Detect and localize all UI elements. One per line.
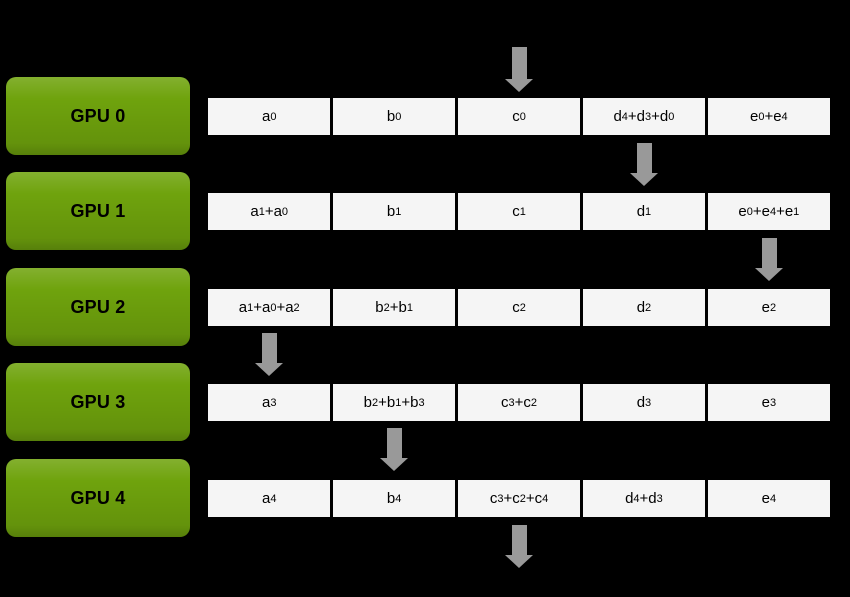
down-arrow-icon: [755, 238, 783, 281]
down-arrow-icon: [255, 333, 283, 376]
gpu-2-box: GPU 2: [6, 268, 190, 346]
gpu-3-box: GPU 3: [6, 363, 190, 441]
gpu-4-box: GPU 4: [6, 459, 190, 537]
down-arrow-head: [255, 363, 283, 376]
down-arrow-head: [505, 79, 533, 92]
down-arrow-head: [505, 555, 533, 568]
down-arrow-head: [380, 458, 408, 471]
down-arrow-icon: [630, 143, 658, 186]
gpu-label: GPU 0: [70, 105, 126, 126]
gpu-1-box: GPU 1: [6, 172, 190, 250]
down-arrow-head: [630, 173, 658, 186]
down-arrow-shaft: [761, 238, 777, 268]
down-arrow-icon: [380, 428, 408, 471]
gpu-label: GPU 4: [70, 487, 126, 508]
down-arrow-head: [755, 268, 783, 281]
down-arrow-shaft: [636, 143, 652, 173]
down-arrow-shaft: [511, 525, 527, 555]
gpu-label: GPU 1: [70, 200, 126, 221]
down-arrow-shaft: [386, 428, 402, 458]
gpu-label: GPU 3: [70, 391, 126, 412]
gpu-0-box: GPU 0: [6, 77, 190, 155]
down-arrow-icon: [505, 525, 533, 568]
down-arrow-shaft: [261, 333, 277, 363]
gpu-label: GPU 2: [70, 296, 126, 317]
down-arrow-shaft: [511, 47, 527, 79]
down-arrow-icon: [505, 47, 533, 92]
